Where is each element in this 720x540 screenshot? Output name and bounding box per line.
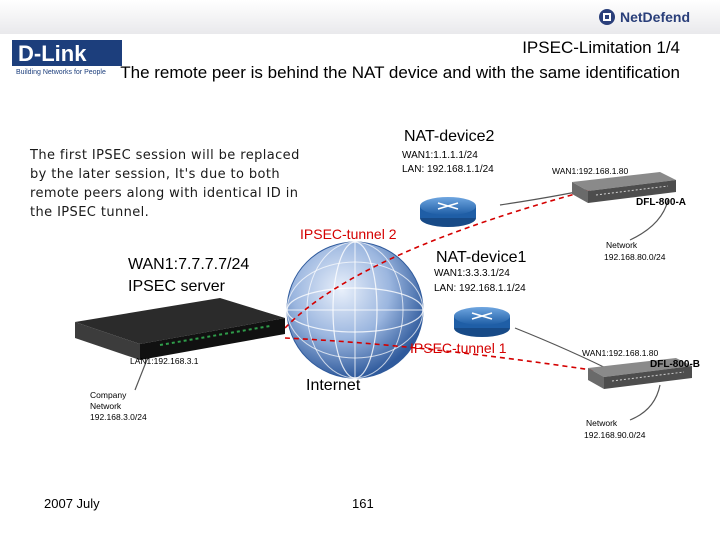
dflb-wan: WAN1:192.168.1.80 — [582, 348, 659, 358]
netdefend-logo: NetDefend — [599, 9, 690, 25]
dlink-tagline: Building Networks for People — [16, 69, 106, 76]
internet-globe — [286, 241, 424, 379]
slide-subtitle: The remote peer is behind the NAT device… — [120, 63, 680, 82]
server-role: IPSEC server — [128, 278, 225, 295]
dfla-network-subnet: 192.168.80.0/24 — [604, 252, 666, 262]
ipsec-tunnel-2-label: IPSEC-tunnel 2 — [300, 226, 397, 242]
dflb-network-subnet: 192.168.90.0/24 — [584, 430, 646, 440]
server-lan: LAN1:192.168.3.1 — [130, 356, 199, 366]
dfla-name: DFL-800-A — [636, 197, 687, 208]
nat1-wan: WAN1:3.3.3.1/24 — [434, 268, 510, 279]
dfl-800-a-appliance — [572, 172, 676, 203]
nat2-wan: WAN1:1.1.1.1/24 — [402, 150, 478, 161]
dfla-network-label: Network — [606, 240, 638, 250]
nat2-lan: LAN: 192.168.1.1/24 — [402, 164, 494, 175]
nat2-name: NAT-device2 — [404, 128, 495, 145]
slide-title: IPSEC-Limitation 1/4 — [522, 38, 680, 57]
company-network-label-1: Company — [90, 390, 127, 400]
nat1-lan: LAN: 192.168.1.1/24 — [434, 283, 526, 294]
server-wan-text: WAN1:7.7.7.7/24 — [128, 256, 250, 273]
server-wan: WAN1:7.7.7.7/24 IPSEC server — [128, 254, 249, 298]
ipsec-tunnel-1-label: IPSEC-tunnel 1 — [410, 340, 507, 356]
dflb-network-label: Network — [586, 418, 618, 428]
netdefend-logo-text: NetDefend — [620, 9, 690, 25]
dlink-logo-text: D-Link — [18, 41, 87, 66]
nat-device2-router — [420, 197, 476, 227]
dfla-wan: WAN1:192.168.1.80 — [552, 166, 629, 176]
link-dflb-network — [629, 384, 661, 421]
nat1-name: NAT-device1 — [436, 249, 527, 266]
company-network-subnet: 192.168.3.0/24 — [90, 412, 147, 422]
dflb-name: DFL-800-B — [650, 359, 701, 370]
ipsec-server-appliance — [75, 298, 285, 360]
nat-device1-router — [454, 307, 510, 337]
ipsec-tunnel-2-line — [284, 185, 606, 329]
company-network-label-2: Network — [90, 401, 122, 411]
page-number: 161 — [352, 496, 374, 511]
dfl-800-b-appliance — [588, 358, 692, 389]
dlink-logo: D-Link Building Networks for People — [12, 40, 122, 76]
footer-date: 2007 July — [44, 496, 100, 511]
ipsec-tunnel-1-line — [284, 337, 619, 375]
internet-label: Internet — [306, 377, 361, 394]
link-dfla-network — [629, 199, 669, 241]
explanation-note: The first IPSEC session will be replaced… — [30, 148, 300, 220]
